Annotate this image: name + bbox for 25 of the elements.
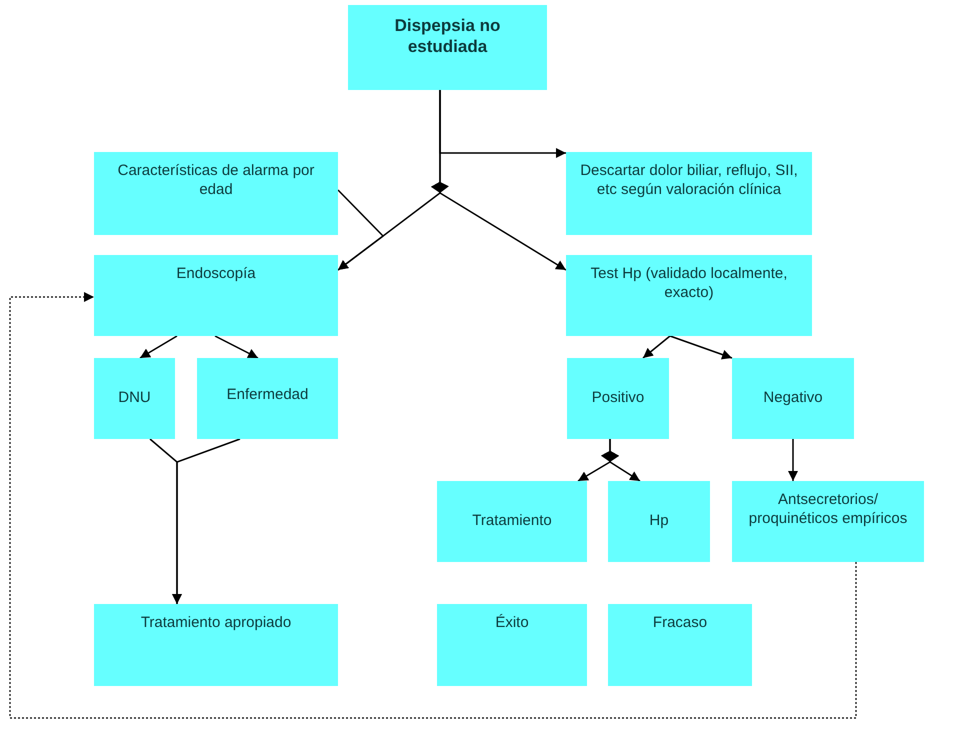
- arrow: [788, 439, 798, 481]
- arrow: [140, 335, 178, 359]
- process-box: Hp: [608, 481, 710, 562]
- process-box: Descartar dolor biliar, reflujo, SII, etc según valoración clínica: [566, 152, 812, 235]
- process-box: Dispepsia no estudiada: [348, 5, 547, 90]
- process-box: Test Hp (validado localmente, exacto): [566, 255, 812, 336]
- arrow: [601, 439, 640, 482]
- arrow: [431, 90, 566, 271]
- arrow: [337, 189, 384, 271]
- process-box: DNU: [94, 358, 175, 439]
- process-box: Características de alarma por edad: [94, 152, 338, 235]
- process-box: Antsecretorios/ proquinéticos empíricos: [732, 481, 924, 562]
- process-box: Éxito: [437, 604, 587, 686]
- process-box: Fracaso: [608, 604, 752, 686]
- arrow: [214, 335, 258, 359]
- arrow: [670, 335, 732, 360]
- process-box: Negativo: [732, 358, 854, 439]
- process-box: Tratamiento: [437, 481, 587, 562]
- process-box: Tratamiento apropiado: [94, 604, 338, 686]
- dashed-arrow: [9, 292, 857, 719]
- process-box: Positivo: [567, 358, 669, 439]
- process-box: Endoscopía: [94, 255, 338, 336]
- process-box: Enfermedad: [197, 358, 338, 439]
- arrow: [642, 335, 670, 359]
- arrow: [172, 438, 240, 604]
